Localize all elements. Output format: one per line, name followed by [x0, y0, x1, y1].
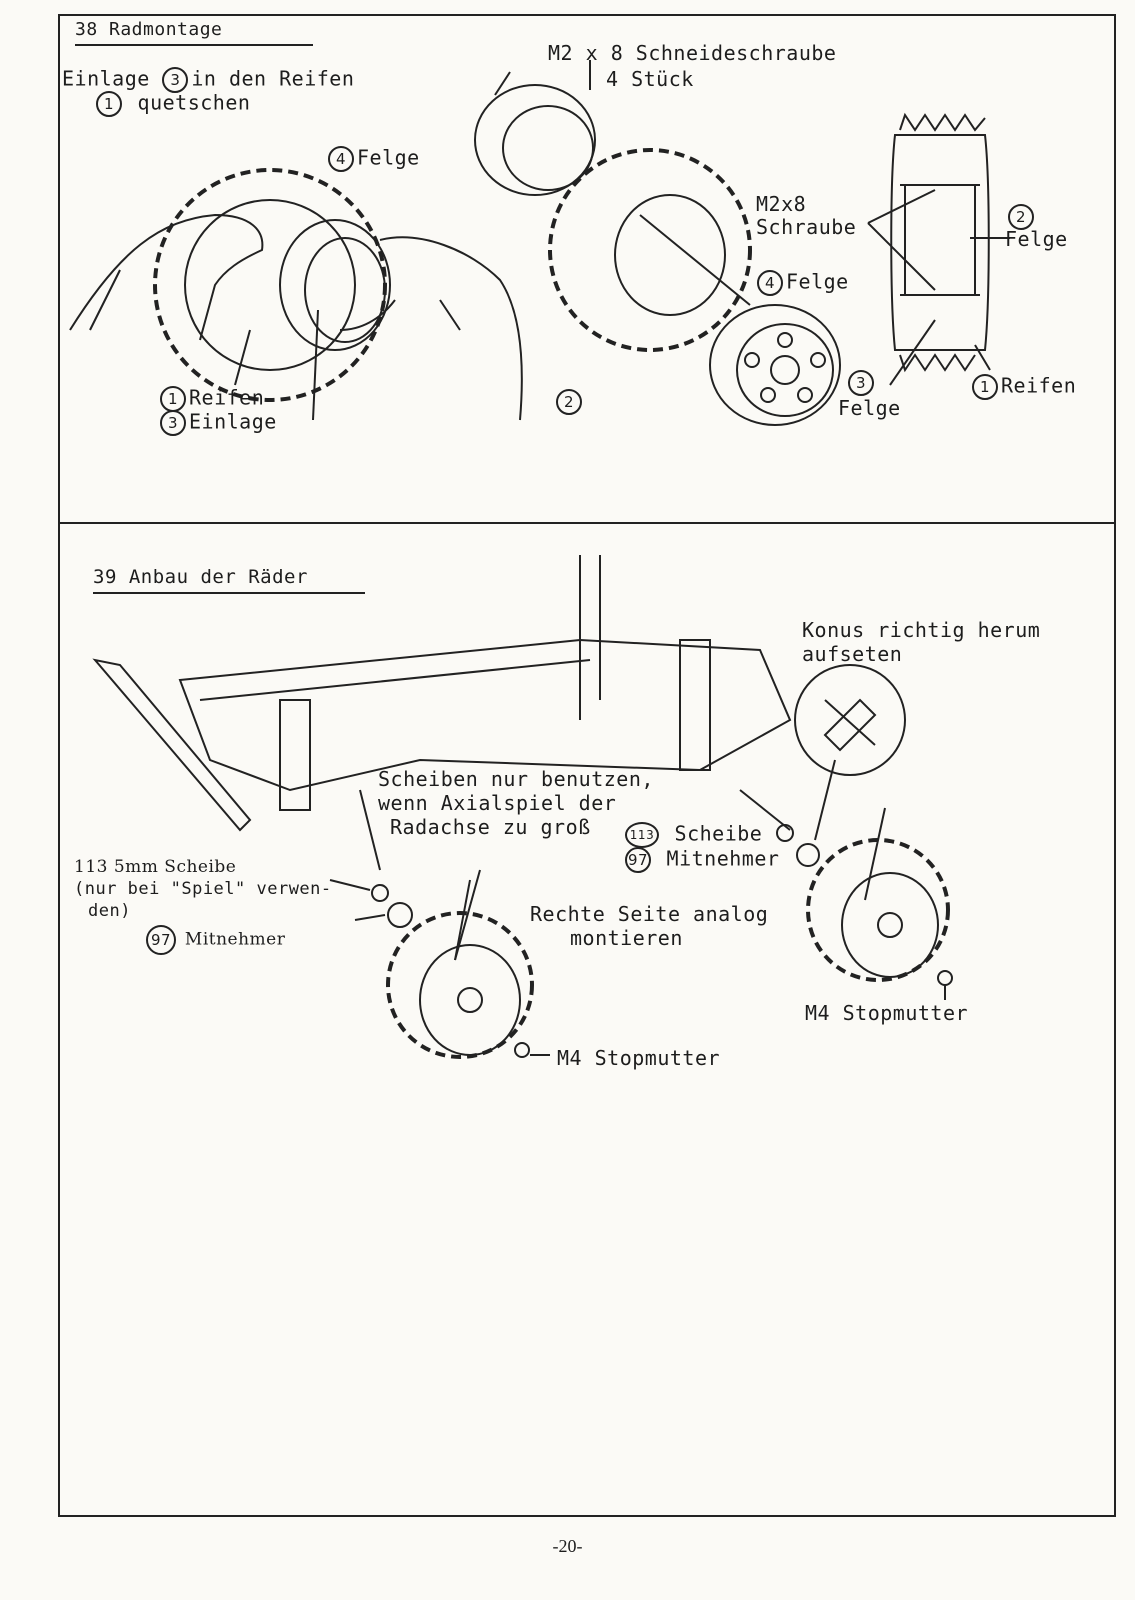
insert-instruction-line2: 1 quetschen — [96, 91, 250, 117]
section-divider — [58, 522, 1116, 524]
step-39-heading: 39 Anbau der Räder — [93, 566, 365, 594]
right-washer-text: Scheibe — [674, 821, 763, 846]
right-washer-label: 113 Scheibe — [625, 822, 762, 848]
cone-note-line2: aufseten — [802, 642, 903, 666]
washer-note-line1: Scheiben nur benutzen, — [378, 767, 654, 791]
wheel-cross-section-illustration — [867, 112, 1010, 386]
left-washer-line2: (nur bei "Spiel" verwen- — [74, 879, 332, 899]
rim-label-text: Felge — [357, 145, 420, 170]
tire-label-text: Reifen — [189, 385, 265, 410]
part-number-badge: 4 — [757, 270, 783, 296]
rim2-label-number: 2 — [1008, 204, 1037, 230]
page-frame — [58, 14, 1116, 1517]
instruction-rest: in den Reifen — [191, 66, 355, 91]
washer-note-line3: Radachse zu groß — [390, 815, 591, 839]
stop-nut-right-label: M4 Stopmutter — [805, 1001, 969, 1025]
left-driver-label: 97 Mitnehmer — [146, 925, 285, 955]
right-side-note-line2: montieren — [570, 926, 683, 950]
part-number-badge: 97 — [625, 847, 651, 873]
right-driver-label: 97 Mitnehmer — [625, 847, 779, 873]
right-side-note-line1: Rechte Seite analog — [530, 902, 769, 926]
left-washer-line1: 113 5mm Scheibe — [74, 857, 237, 877]
cone-note-line1: Konus richtig herum — [802, 618, 1041, 642]
part-number-badge: 1 — [160, 386, 186, 412]
part-number-badge: 1 — [96, 91, 122, 117]
part-number-badge: 3 — [848, 370, 874, 396]
hands-with-tire-illustration — [69, 168, 523, 421]
reifen1-label-text: Reifen — [1001, 373, 1077, 398]
screw2-label-line1: M2x8 — [756, 192, 807, 216]
screw2-label-line2: Schraube — [756, 215, 857, 239]
right-wheel-illustration — [776, 664, 953, 1000]
insert-label-text: Einlage — [189, 409, 277, 434]
part-number-badge: 3 — [160, 410, 186, 436]
rim4-label-text: Felge — [786, 269, 849, 294]
rim3-label-text: Felge — [838, 396, 901, 420]
right-driver-text: Mitnehmer — [666, 846, 780, 871]
step-38-heading: 38 Radmontage — [75, 19, 313, 46]
part-number-badge: 97 — [146, 925, 176, 955]
rim3-label-number: 3 — [848, 370, 877, 396]
tire-number-label: 2 — [556, 389, 585, 415]
page-number: -20- — [552, 1536, 583, 1556]
rim2-label-text: Felge — [1005, 227, 1068, 251]
instruction-verb: quetschen — [137, 90, 251, 115]
exploded-wheel-illustration — [474, 60, 841, 426]
stop-nut-left-label: M4 Stopmutter — [557, 1046, 721, 1070]
chassis-illustration — [92, 555, 792, 871]
screw-label-line2: 4 Stück — [606, 67, 694, 91]
part-number-badge: 2 — [556, 389, 582, 415]
part-number-badge: 113 — [625, 822, 659, 848]
part-number-badge: 3 — [162, 67, 189, 93]
washer-note-line2: wenn Axialspiel der — [378, 791, 617, 815]
part-number-badge: 4 — [328, 146, 354, 172]
instruction-word: Einlage — [62, 66, 150, 91]
part-number-badge: 2 — [1008, 204, 1034, 230]
screw-label-line1: M2 x 8 Schneideschraube — [548, 41, 837, 65]
part-number-badge: 1 — [972, 374, 998, 400]
left-wheel-illustration — [329, 869, 550, 1059]
left-driver-text: Mitnehmer — [184, 929, 286, 950]
left-washer-line3: den) — [88, 901, 131, 921]
